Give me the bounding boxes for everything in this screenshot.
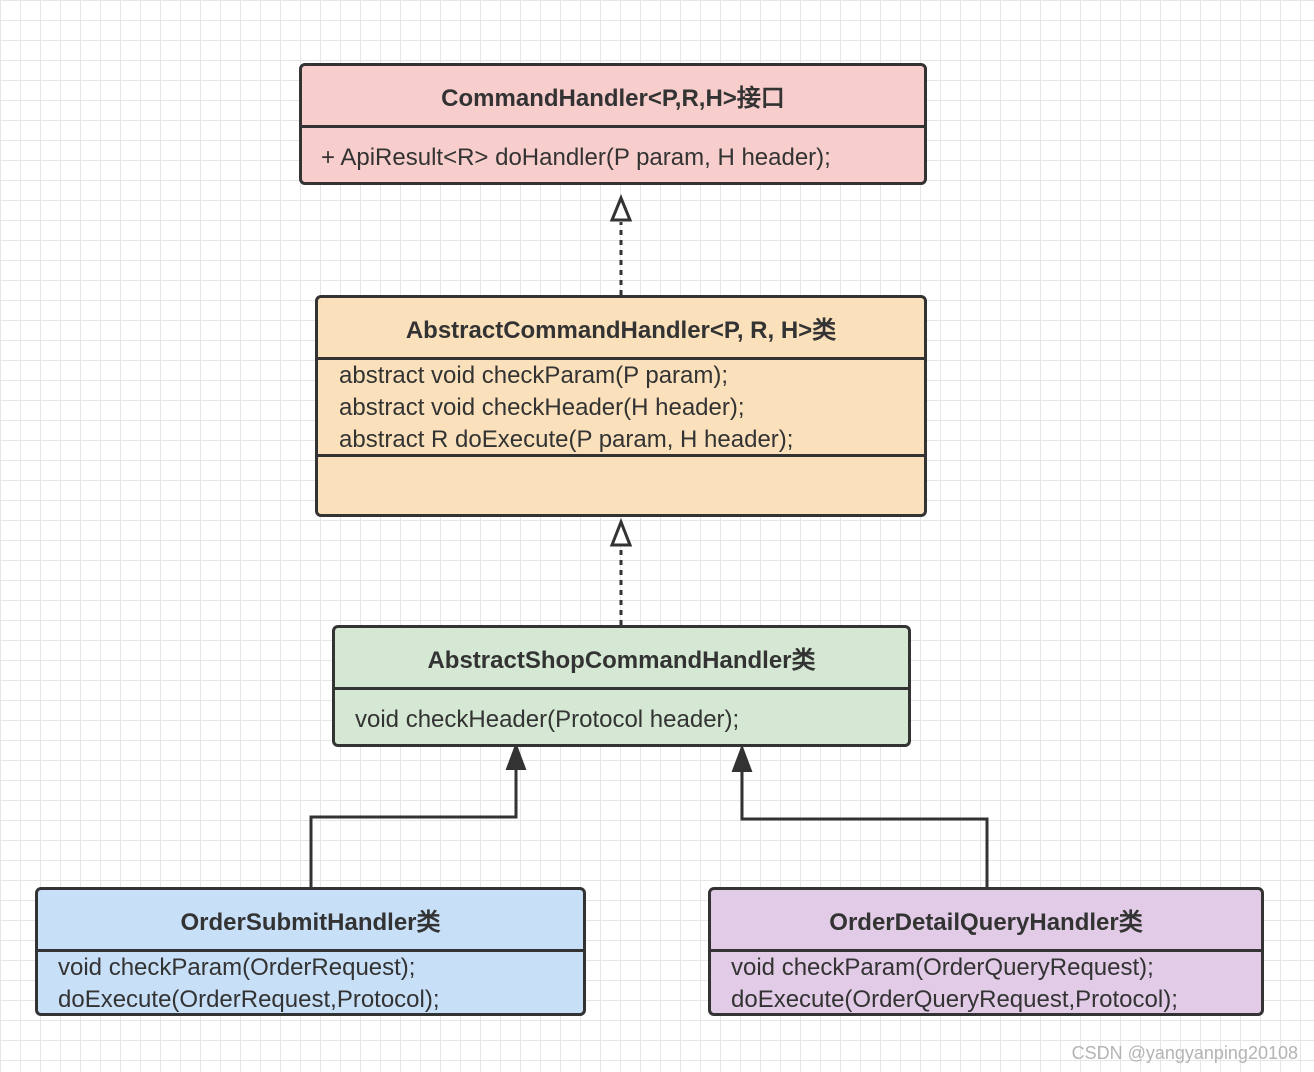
method-line: abstract R doExecute(P param, H header); <box>339 426 794 453</box>
method-line: void checkParam(OrderQueryRequest); <box>731 954 1154 981</box>
solid-arrowhead-submit <box>505 742 527 770</box>
inheritance-line-query <box>740 770 989 887</box>
abstract-shop-command-handler-methods: void checkHeader(Protocol header); <box>335 690 908 736</box>
order-detail-query-handler-class-box[interactable]: OrderDetailQueryHandler类 void checkParam… <box>708 887 1264 1016</box>
inheritance-line-submit <box>309 768 518 887</box>
order-submit-handler-title: OrderSubmitHandler类 <box>38 890 583 952</box>
command-handler-interface-box[interactable]: CommandHandler<P,R,H>接口 + ApiResult<R> d… <box>299 63 927 185</box>
abstract-shop-command-handler-title: AbstractShopCommandHandler类 <box>335 628 908 690</box>
command-handler-methods: + ApiResult<R> doHandler(P param, H head… <box>302 128 924 174</box>
method-line: void checkHeader(Protocol header); <box>355 706 740 733</box>
method-line: + ApiResult<R> doHandler(P param, H head… <box>321 144 831 171</box>
method-line: doExecute(OrderQueryRequest,Protocol); <box>731 986 1178 1013</box>
hollow-arrowhead-middle <box>609 517 633 547</box>
abstract-command-handler-title: AbstractCommandHandler<P, R, H>类 <box>318 298 924 360</box>
watermark: CSDN @yangyanping20108 <box>1071 1043 1298 1063</box>
order-detail-query-handler-title: OrderDetailQueryHandler类 <box>711 890 1261 952</box>
abstract-command-handler-class-box[interactable]: AbstractCommandHandler<P, R, H>类 abstrac… <box>315 295 927 517</box>
method-line: abstract void checkHeader(H header); <box>339 394 745 421</box>
order-detail-query-handler-methods: void checkParam(OrderQueryRequest); doEx… <box>711 952 1261 1013</box>
method-line: void checkParam(OrderRequest); <box>58 954 416 981</box>
order-submit-handler-class-box[interactable]: OrderSubmitHandler类 void checkParam(Orde… <box>35 887 586 1016</box>
abstract-shop-command-handler-class-box[interactable]: AbstractShopCommandHandler类 void checkHe… <box>332 625 911 747</box>
solid-arrowhead-query <box>731 744 753 772</box>
hollow-arrowhead-top <box>609 194 633 222</box>
method-line: doExecute(OrderRequest,Protocol); <box>58 986 440 1013</box>
abstract-command-handler-methods: abstract void checkParam(P param); abstr… <box>318 360 924 457</box>
method-line: abstract void checkParam(P param); <box>339 362 729 389</box>
order-submit-handler-methods: void checkParam(OrderRequest); doExecute… <box>38 952 583 1013</box>
command-handler-title: CommandHandler<P,R,H>接口 <box>302 66 924 128</box>
